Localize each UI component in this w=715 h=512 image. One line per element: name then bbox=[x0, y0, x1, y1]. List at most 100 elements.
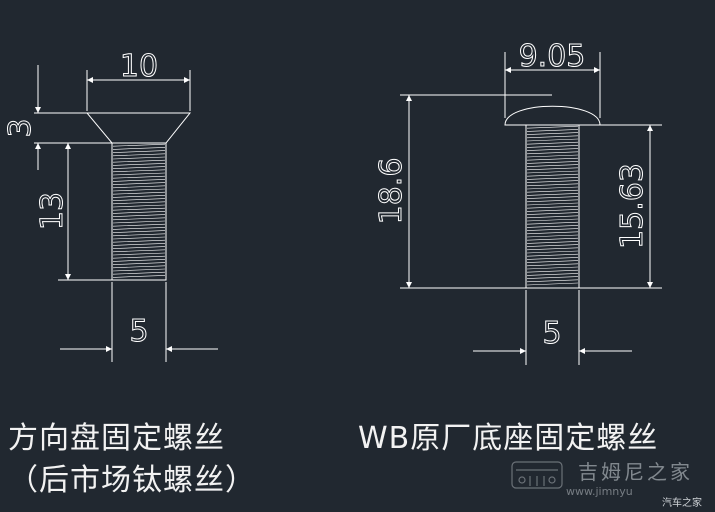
left-dim-shank-diameter: 5 bbox=[129, 314, 148, 349]
thread-line bbox=[112, 233, 166, 237]
right-dim-thread-length: 15.63 bbox=[615, 163, 650, 249]
thread-line bbox=[112, 259, 166, 262]
thread-line bbox=[526, 215, 579, 219]
right-dim-shank-diameter: 5 bbox=[542, 316, 561, 351]
thread-line bbox=[112, 227, 166, 230]
thread-line bbox=[112, 143, 166, 147]
thread-line bbox=[526, 202, 579, 206]
thread-line bbox=[112, 185, 166, 189]
right-screw-shank bbox=[525, 124, 580, 289]
thread-line bbox=[112, 243, 166, 246]
thread-line bbox=[526, 266, 579, 270]
thread-line bbox=[112, 252, 166, 256]
thread-line bbox=[112, 153, 166, 157]
thread-line bbox=[526, 170, 579, 174]
thread-line bbox=[526, 263, 579, 267]
thread-line bbox=[526, 257, 579, 260]
right-screw-threads bbox=[526, 125, 579, 286]
watermark-site-name: 吉姆尼之家 bbox=[578, 460, 693, 484]
thread-line bbox=[526, 282, 579, 286]
thread-line bbox=[526, 157, 579, 161]
thread-line bbox=[526, 253, 579, 257]
thread-line bbox=[112, 175, 166, 179]
right-dim-head-width: 9.05 bbox=[519, 39, 586, 74]
thread-line bbox=[112, 159, 166, 163]
thread-line bbox=[112, 156, 166, 160]
thread-line bbox=[526, 135, 579, 139]
thread-line bbox=[526, 205, 579, 209]
thread-line bbox=[526, 129, 579, 132]
thread-line bbox=[112, 236, 166, 240]
thread-line bbox=[526, 154, 579, 158]
thread-line bbox=[112, 211, 166, 214]
left-caption-title: 方向盘固定螺丝 bbox=[8, 421, 225, 456]
thread-line bbox=[526, 167, 579, 171]
thread-line bbox=[526, 244, 579, 247]
thread-line bbox=[112, 150, 166, 153]
thread-line bbox=[526, 125, 579, 129]
thread-line bbox=[112, 198, 166, 201]
thread-line bbox=[112, 217, 166, 221]
thread-line bbox=[526, 177, 579, 180]
thread-line bbox=[526, 209, 579, 212]
thread-line bbox=[526, 164, 579, 167]
thread-line bbox=[526, 180, 579, 183]
left-dim-thread-length: 13 bbox=[35, 192, 70, 230]
thread-line bbox=[526, 186, 579, 190]
thread-line bbox=[526, 151, 579, 155]
thread-line bbox=[112, 163, 166, 166]
thread-line bbox=[526, 199, 579, 203]
left-screw-threads bbox=[112, 143, 166, 278]
thread-line bbox=[526, 141, 579, 145]
thread-line bbox=[526, 241, 579, 244]
thread-line bbox=[112, 265, 166, 269]
thread-line bbox=[526, 247, 579, 251]
left-screw bbox=[34, 65, 218, 362]
thread-line bbox=[112, 255, 166, 259]
thread-line bbox=[112, 195, 166, 198]
thread-line bbox=[526, 161, 579, 164]
thread-line bbox=[112, 188, 166, 192]
thread-line bbox=[526, 225, 579, 228]
thread-line bbox=[526, 250, 579, 254]
thread-line bbox=[112, 220, 166, 224]
thread-line bbox=[112, 182, 166, 185]
thread-line bbox=[526, 279, 579, 283]
thread-line bbox=[112, 230, 166, 233]
thread-line bbox=[526, 189, 579, 193]
right-screw bbox=[400, 52, 662, 365]
right-screw-head bbox=[504, 105, 601, 126]
thread-line bbox=[112, 249, 166, 253]
thread-line bbox=[112, 246, 166, 249]
thread-line bbox=[112, 271, 166, 275]
thread-line bbox=[526, 145, 579, 148]
thread-line bbox=[112, 166, 166, 169]
watermark-autohome: 汽车之家 bbox=[662, 498, 702, 509]
watermark-url: www.jimnyu bbox=[566, 485, 633, 498]
thread-line bbox=[112, 172, 166, 176]
thread-line bbox=[112, 169, 166, 173]
thread-line bbox=[112, 201, 166, 205]
thread-line bbox=[526, 218, 579, 222]
thread-line bbox=[112, 275, 166, 278]
right-dim-total-length: 18.6 bbox=[374, 158, 409, 225]
thread-line bbox=[526, 269, 579, 273]
thread-line bbox=[526, 260, 579, 263]
thread-line bbox=[526, 234, 579, 238]
thread-line bbox=[526, 228, 579, 231]
thread-line bbox=[112, 204, 166, 208]
thread-line bbox=[526, 132, 579, 135]
thread-line bbox=[526, 237, 579, 241]
watermark-jeep-icon bbox=[511, 461, 563, 489]
thread-line bbox=[526, 183, 579, 187]
thread-line bbox=[526, 276, 579, 279]
thread-line bbox=[112, 191, 166, 195]
thread-line bbox=[526, 212, 579, 215]
thread-line bbox=[526, 138, 579, 142]
thread-line bbox=[526, 273, 579, 276]
left-dim-head-height: 3 bbox=[3, 118, 38, 137]
thread-line bbox=[112, 262, 166, 265]
thread-line bbox=[526, 196, 579, 199]
thread-line bbox=[526, 173, 579, 177]
